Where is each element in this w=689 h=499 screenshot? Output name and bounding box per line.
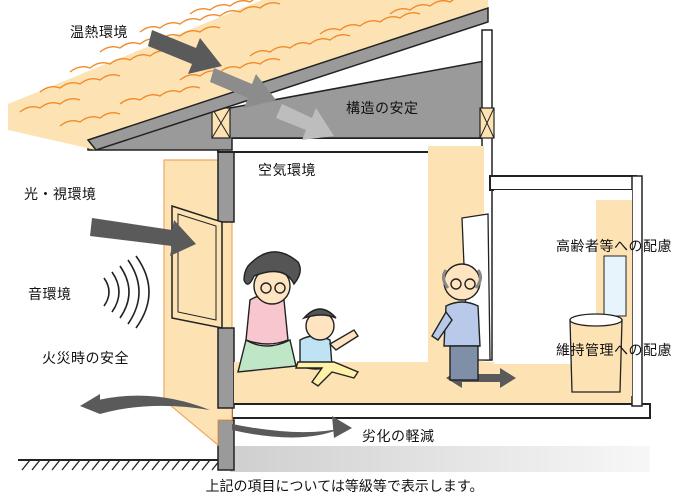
label-air: 空気環境 bbox=[258, 163, 316, 179]
label-sound: 音環境 bbox=[28, 287, 72, 303]
mother-figure bbox=[237, 251, 301, 373]
label-light: 光・視環境 bbox=[24, 187, 97, 203]
upper-structure bbox=[87, 29, 643, 407]
light-arrow bbox=[90, 218, 196, 256]
deterioration-arrow bbox=[232, 416, 352, 438]
footer-note: 上記の項目については等級等で表示します。 bbox=[205, 479, 484, 495]
thermal-arrows bbox=[148, 30, 334, 140]
label-elderly: 高齢者等への配慮 bbox=[556, 239, 672, 255]
double-arrow bbox=[446, 368, 516, 388]
label-structure: 構造の安定 bbox=[346, 101, 419, 117]
label-thermal: 温熱環境 bbox=[70, 25, 128, 41]
floor bbox=[234, 362, 632, 405]
label-fire: 火災時の安全 bbox=[42, 351, 129, 367]
fire-arrow bbox=[80, 394, 210, 414]
ground bbox=[18, 446, 650, 472]
child-figure bbox=[295, 308, 360, 387]
label-deterioration: 劣化の軽減 bbox=[362, 429, 435, 445]
elderly-figure bbox=[431, 263, 483, 381]
label-maintenance: 維持管理への配慮 bbox=[556, 343, 672, 359]
sound-waves-icon bbox=[103, 255, 150, 329]
